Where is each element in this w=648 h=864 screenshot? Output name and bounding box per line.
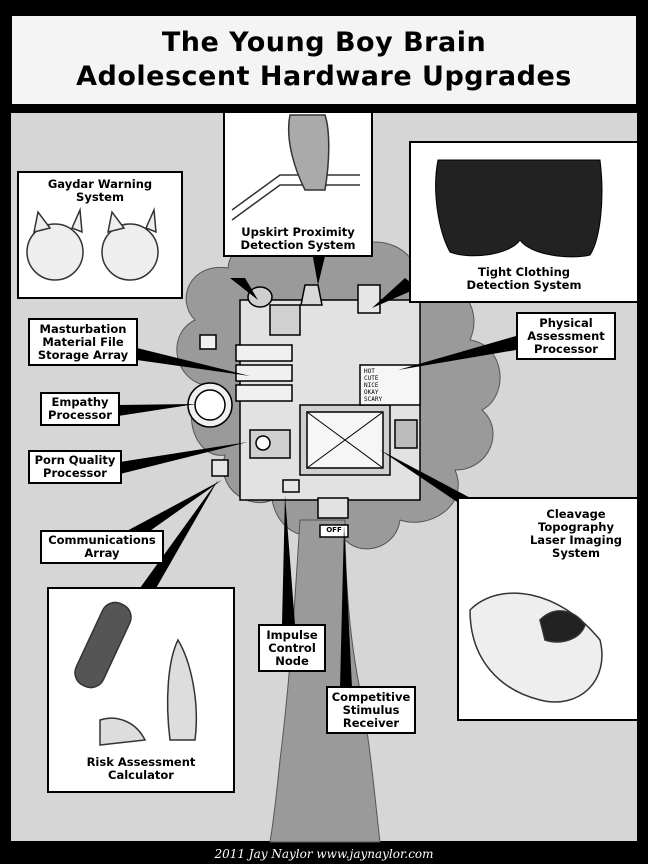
impulse-control-label: Impulse Control Node [258,624,326,672]
empathy-label: Empathy Processor [40,392,120,426]
tight-clothing-drawing [435,159,603,258]
brain-machine [187,284,421,538]
screen-word: SCARY [364,396,383,403]
cleavage-caption: Cleavage Topography Laser Imaging System [529,507,623,560]
tight-clothing-caption: Tight Clothing Detection System [466,265,582,292]
communications-label: Communications Array [40,530,164,564]
cleavage-drawing [469,592,603,703]
screen-word: HOT [364,368,375,375]
screen-readout: HOT CUTE NICE OKAY SCARY [364,368,418,403]
competitive-stimulus-label: Competitive Stimulus Receiver [326,686,416,734]
upskirt-caption: Upskirt Proximity Detection System [240,225,356,252]
screen-word: CUTE [364,375,379,382]
title-line-1: The Young Boy Brain [161,27,487,58]
risk-caption: Risk Assessment Calculator [86,755,196,782]
screen-word: OKAY [364,389,379,396]
gaydar-caption: Gaydar Warning System [47,177,153,204]
porn-quality-label: Porn Quality Processor [28,450,122,484]
footer-credit: 2011 Jay Naylor www.jaynaylor.com [214,846,434,861]
panel-risk-bg [47,587,235,793]
impulse-switch-label: OFF [326,526,342,534]
screen-word: NICE [364,382,379,389]
title-line-2: Adolescent Hardware Upgrades [76,61,572,92]
title-box: The Young Boy Brain Adolescent Hardware … [10,14,638,106]
masturbation-label: Masturbation Material File Storage Array [28,318,138,366]
gaydar-characters [26,207,159,281]
physical-assessment-label: Physical Assessment Processor [516,312,616,360]
upskirt-drawing [231,114,360,221]
risk-drawing [74,601,198,746]
